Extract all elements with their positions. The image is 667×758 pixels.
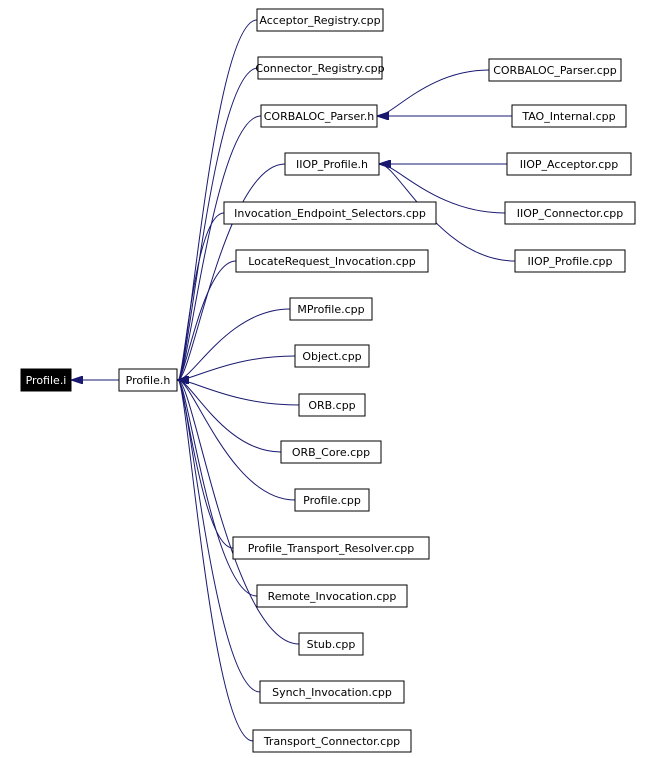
node-box bbox=[504, 201, 636, 225]
edge-iiop_profile_h-to-profile_h bbox=[178, 163, 286, 380]
node-iiop-acceptor[interactable]: IIOP_Acceptor.cpp bbox=[506, 152, 632, 176]
node-box bbox=[260, 104, 378, 128]
node-box bbox=[294, 344, 370, 368]
node-label: IIOP_Connector.cpp bbox=[517, 207, 624, 220]
node-box bbox=[118, 368, 178, 392]
node-profile-transport-resolver[interactable]: Profile_Transport_Resolver.cpp bbox=[232, 536, 430, 560]
node-mprofile[interactable]: MProfile.cpp bbox=[289, 297, 373, 321]
node-label: CORBALOC_Parser.cpp bbox=[493, 64, 617, 77]
node-label: IIOP_Profile.h bbox=[296, 158, 368, 171]
edge-corbaloc_parser_cpp-to-corbaloc_parser_h bbox=[378, 69, 490, 116]
node-label: IIOP_Profile.cpp bbox=[528, 255, 613, 268]
node-box bbox=[259, 680, 405, 704]
node-locaterequest-invocation[interactable]: LocateRequest_Invocation.cpp bbox=[235, 249, 429, 273]
edge-corbaloc_parser_h-to-profile_h bbox=[178, 115, 262, 380]
node-label: ORB_Core.cpp bbox=[292, 446, 370, 459]
node-box bbox=[298, 632, 364, 656]
node-iiop-profile-h[interactable]: IIOP_Profile.h bbox=[284, 152, 380, 176]
node-orb[interactable]: ORB.cpp bbox=[298, 393, 366, 417]
node-orb-core[interactable]: ORB_Core.cpp bbox=[280, 440, 382, 464]
edge-synch_invocation-to-profile_h bbox=[178, 380, 261, 693]
edge-stub-to-profile_h bbox=[178, 380, 300, 645]
node-label: Object.cpp bbox=[302, 350, 361, 363]
node-box bbox=[223, 201, 437, 225]
node-box bbox=[294, 488, 370, 512]
node-label: CORBALOC_Parser.h bbox=[264, 110, 375, 123]
node-box bbox=[20, 368, 72, 392]
node-label: TAO_Internal.cpp bbox=[521, 110, 615, 123]
node-object[interactable]: Object.cpp bbox=[294, 344, 370, 368]
edge-object-to-profile_h bbox=[178, 355, 296, 380]
node-remote-invocation[interactable]: Remote_Invocation.cpp bbox=[256, 584, 408, 608]
node-acceptor-registry[interactable]: Acceptor_Registry.cpp bbox=[256, 8, 384, 32]
node-synch-invocation[interactable]: Synch_Invocation.cpp bbox=[259, 680, 405, 704]
node-corbaloc-parser-h[interactable]: CORBALOC_Parser.h bbox=[260, 104, 378, 128]
node-label: Profile.i bbox=[26, 374, 67, 387]
edge-orb_core-to-profile_h bbox=[178, 380, 282, 453]
node-stub[interactable]: Stub.cpp bbox=[298, 632, 364, 656]
edge-remote_invocation-to-profile_h bbox=[178, 380, 258, 597]
node-profile-cpp[interactable]: Profile.cpp bbox=[294, 488, 370, 512]
edge-locaterequest_invocation-to-profile_h bbox=[178, 260, 237, 380]
node-box bbox=[289, 297, 373, 321]
edge-transport_connector-to-profile_h bbox=[178, 380, 254, 742]
node-box bbox=[257, 56, 383, 80]
node-box bbox=[284, 152, 380, 176]
node-profile-i[interactable]: Profile.i bbox=[20, 368, 72, 392]
node-box bbox=[256, 8, 384, 32]
node-box bbox=[235, 249, 429, 273]
edge-profile_cpp-to-profile_h bbox=[178, 380, 296, 501]
node-label: LocateRequest_Invocation.cpp bbox=[248, 255, 416, 268]
node-box bbox=[506, 152, 632, 176]
node-transport-connector[interactable]: Transport_Connector.cpp bbox=[252, 729, 412, 753]
node-label: Profile.h bbox=[126, 374, 171, 387]
node-box bbox=[232, 536, 430, 560]
node-box bbox=[511, 104, 627, 128]
dependency-edges bbox=[72, 19, 516, 742]
node-iiop-profile-cpp[interactable]: IIOP_Profile.cpp bbox=[514, 249, 626, 273]
node-label: Synch_Invocation.cpp bbox=[272, 686, 392, 699]
node-box bbox=[252, 729, 412, 753]
node-label: Profile.cpp bbox=[303, 494, 361, 507]
node-label: ORB.cpp bbox=[308, 399, 355, 412]
node-connector-registry[interactable]: Connector_Registry.cpp bbox=[255, 56, 385, 80]
node-label: Remote_Invocation.cpp bbox=[268, 590, 397, 603]
node-invocation-endpoint-selectors[interactable]: Invocation_Endpoint_Selectors.cpp bbox=[223, 201, 437, 225]
edge-invocation_endpoint_selectors-to-profile_h bbox=[178, 212, 225, 380]
node-tao-internal[interactable]: TAO_Internal.cpp bbox=[511, 104, 627, 128]
node-label: Acceptor_Registry.cpp bbox=[259, 14, 380, 27]
node-iiop-connector[interactable]: IIOP_Connector.cpp bbox=[504, 201, 636, 225]
node-label: IIOP_Acceptor.cpp bbox=[520, 158, 619, 171]
node-box bbox=[298, 393, 366, 417]
node-box bbox=[256, 584, 408, 608]
node-box bbox=[280, 440, 382, 464]
node-label: Transport_Connector.cpp bbox=[263, 735, 400, 748]
node-label: Invocation_Endpoint_Selectors.cpp bbox=[234, 207, 426, 220]
node-label: Profile_Transport_Resolver.cpp bbox=[248, 542, 415, 555]
node-label: MProfile.cpp bbox=[297, 303, 364, 316]
edge-connector_registry-to-profile_h bbox=[178, 67, 259, 380]
node-corbaloc-parser-cpp[interactable]: CORBALOC_Parser.cpp bbox=[488, 58, 622, 82]
node-profile-h[interactable]: Profile.h bbox=[118, 368, 178, 392]
node-label: Stub.cpp bbox=[307, 638, 356, 651]
node-label: Connector_Registry.cpp bbox=[255, 62, 384, 75]
node-box bbox=[514, 249, 626, 273]
edge-orb-to-profile_h bbox=[178, 380, 300, 406]
dependency-nodes: Profile.i Profile.h Acceptor_Registry.cppC… bbox=[20, 8, 636, 753]
edge-mprofile-to-profile_h bbox=[178, 308, 291, 380]
node-box bbox=[488, 58, 622, 82]
